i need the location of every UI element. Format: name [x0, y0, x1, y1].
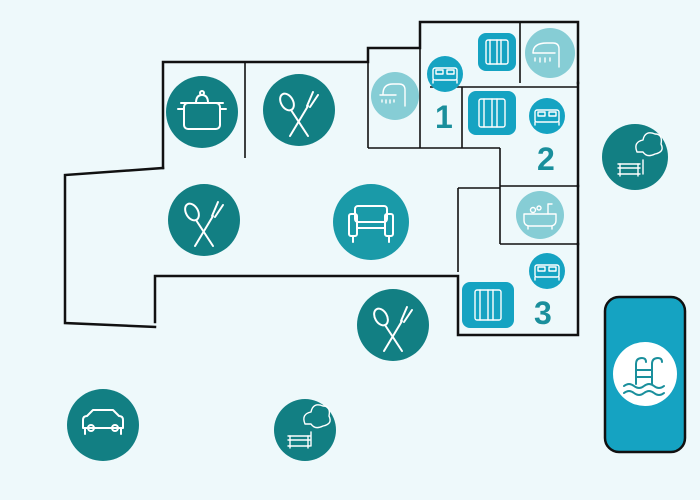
- dining-area-circle: [168, 184, 240, 256]
- garden-right: [602, 124, 668, 190]
- room2-twin-beds: [468, 91, 516, 135]
- kitchen-room: [166, 76, 238, 148]
- ensuite-room1: [525, 28, 575, 78]
- wall-living-bottom: [153, 242, 580, 337]
- kitchen-circle: [166, 76, 238, 148]
- pool-badge: [613, 342, 677, 406]
- room2-bed-circle: [529, 98, 565, 134]
- dining-circle: [263, 74, 335, 146]
- shower-circle: [371, 72, 419, 120]
- outdoor-dining-circle: [357, 289, 429, 361]
- car-icon: [82, 409, 124, 435]
- bunk-bed-icon: [474, 289, 502, 321]
- walls: [63, 20, 580, 337]
- bed-icon: [534, 264, 560, 281]
- bed-icon: [534, 109, 560, 126]
- dining-utensils-icon: [279, 91, 319, 137]
- room1-bed-circle: [427, 56, 463, 92]
- garden-bench-icon: [617, 132, 663, 177]
- shower-icon: [379, 83, 406, 107]
- dining-room: [263, 74, 335, 146]
- room-number-1: 1: [435, 99, 453, 135]
- garden-bottom-circle: [274, 399, 336, 461]
- dining-area: [168, 184, 240, 256]
- bunk-bed-icon: [485, 39, 509, 65]
- cooking-pot-icon: [177, 90, 227, 130]
- shower-room: [371, 72, 419, 120]
- room3-bed: [529, 253, 565, 289]
- room2-bed: [529, 98, 565, 134]
- bath-room2: [516, 191, 564, 239]
- outdoor-dining: [357, 289, 429, 361]
- bunk-bed-icon: [478, 98, 506, 128]
- pool-ladder-icon: [623, 357, 665, 396]
- parking-circle: [67, 389, 139, 461]
- wall-kitchen-top: [161, 20, 580, 170]
- dining-utensils-icon: [373, 306, 413, 352]
- garden-bench-icon: [287, 404, 331, 449]
- garden-bottom: [274, 399, 336, 461]
- wall-west-wing: [63, 166, 165, 329]
- bath-room2-circle: [516, 191, 564, 239]
- room-number-2: 2: [537, 141, 555, 177]
- bed-icon: [432, 67, 458, 84]
- living-room: [333, 184, 409, 260]
- parking: [67, 389, 139, 461]
- armchair-icon: [348, 205, 394, 243]
- room3-bed-circle: [529, 253, 565, 289]
- dining-utensils-icon: [184, 201, 224, 247]
- room-number-3: 3: [534, 295, 552, 331]
- room3-twin-beds: [462, 282, 514, 328]
- room1-twin-beds: [478, 33, 516, 71]
- shower-icon: [532, 42, 560, 68]
- room1-bed: [427, 56, 463, 92]
- bathtub-icon: [523, 203, 557, 230]
- pool: [603, 295, 687, 454]
